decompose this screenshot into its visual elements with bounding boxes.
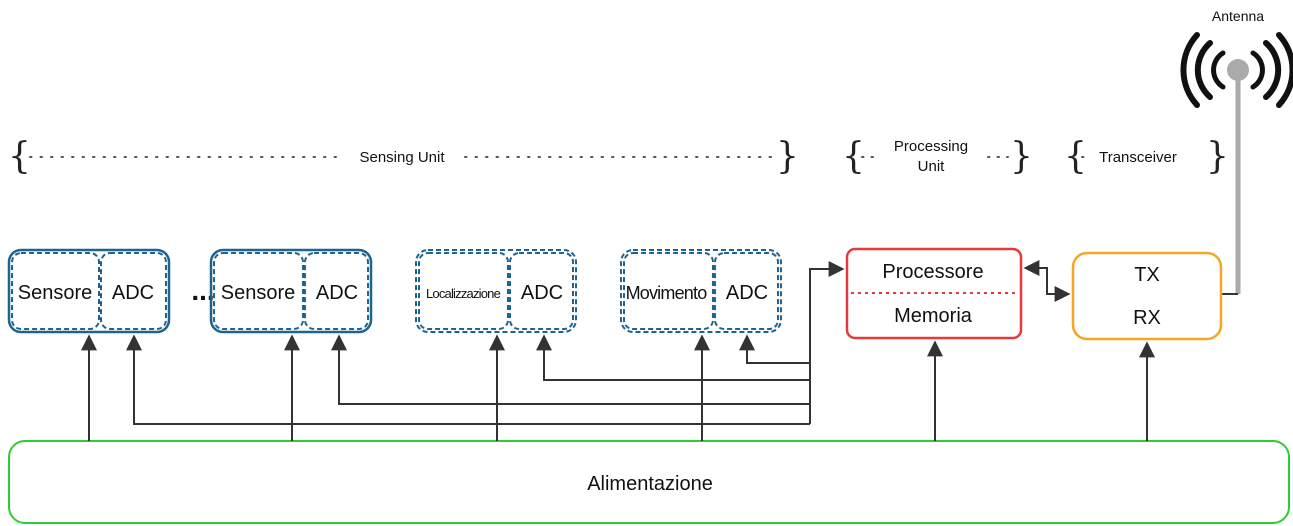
processing-unit-label-line1: Processing (894, 138, 968, 155)
sensor-block-2: Sensore ADC (209, 248, 373, 334)
sensor-2-label: Sensore (221, 282, 296, 304)
adc-4-label: ADC (726, 282, 768, 304)
movimento-label: Movimento (626, 283, 708, 303)
memoria-label: Memoria (894, 305, 973, 327)
sensing-unit-bracket: { } (8, 136, 799, 177)
adc-3-label: ADC (521, 282, 563, 304)
transceiver-block: TX RX (1071, 251, 1223, 341)
transceiver-bracket: { } (1064, 136, 1229, 177)
bus-adc-3 (536, 334, 810, 381)
adc-1-label: ADC (112, 282, 154, 304)
bus-adc-1 (126, 334, 810, 425)
processing-unit-bracket: { } (842, 136, 1033, 177)
antenna-icon (1180, 32, 1293, 108)
localizzazione-label: Localizzazione (426, 286, 501, 301)
svg-text:{: { (1064, 136, 1087, 177)
right-brace-sensing: } (776, 136, 799, 177)
connection-wires (81, 260, 1155, 441)
processor-block: Processore Memoria (845, 247, 1023, 340)
adc-2-label: ADC (316, 282, 358, 304)
power-supply-block: Alimentazione (8, 440, 1290, 524)
bus-adc-2 (331, 334, 810, 405)
tx-label: TX (1134, 264, 1160, 286)
sensor-ellipsis: ... (191, 275, 214, 306)
processing-unit-label-line2: Unit (918, 158, 946, 175)
alimentazione-label: Alimentazione (587, 473, 713, 495)
sensing-unit-label: Sensing Unit (359, 149, 445, 166)
processore-label: Processore (882, 261, 983, 283)
antenna-tip (1227, 59, 1249, 81)
bus-to-processor (809, 261, 845, 424)
rx-label: RX (1133, 307, 1161, 329)
sensor-1-label: Sensore (18, 282, 93, 304)
svg-text:}: } (1010, 136, 1033, 177)
antenna-label: Antenna (1212, 8, 1264, 24)
sensor-block-localizzazione: Localizzazione ADC (415, 249, 577, 333)
svg-text:}: } (1206, 136, 1229, 177)
sensor-block-1: Sensore ADC (7, 248, 171, 334)
bus-adc-4 (739, 334, 810, 364)
transceiver-group-label: Transceiver (1099, 149, 1177, 166)
processor-transceiver-link (1023, 260, 1071, 302)
svg-text:{: { (842, 136, 865, 177)
sensor-block-movimento: Movimento ADC (620, 249, 782, 333)
left-brace-sensing: { (8, 136, 31, 177)
